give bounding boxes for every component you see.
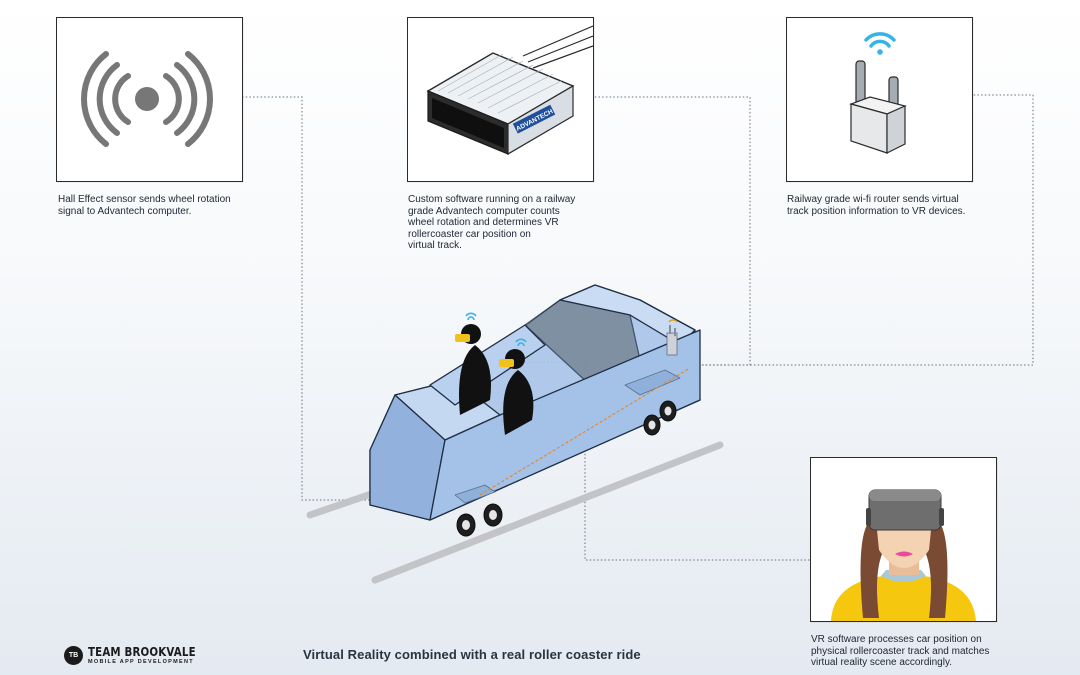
wifi-icon [864,32,896,48]
hall-sensor-icon [81,51,213,147]
router-caption: Railway grade wi-fi router sends virtual… [787,194,966,217]
wifi-router-icon [849,32,907,154]
sensor-caption: Hall Effect sensor sends wheel rotation … [58,194,231,217]
headset-panel [810,457,997,622]
brand-mark-icon: TB [64,646,83,665]
brand-tagline: MOBILE APP DEVELOPMENT [88,659,194,665]
connector-sensor [242,96,460,501]
computer-caption: Custom software running on a railway gra… [408,194,576,251]
vr-user-illustration [831,489,976,621]
connector-headset [525,361,810,561]
sensor-panel [56,17,243,182]
advantech-computer-icon: ADVANTECH [426,25,593,156]
connector-router [690,94,1034,366]
router-panel [786,17,973,182]
brand-name: TEAM BROOKVALE [88,644,196,659]
connector-computer [580,96,751,366]
headset-caption: VR software processes car position on ph… [811,634,990,668]
diagram-title: Virtual Reality combined with a real rol… [303,647,641,662]
computer-panel: ADVANTECH [407,17,594,182]
